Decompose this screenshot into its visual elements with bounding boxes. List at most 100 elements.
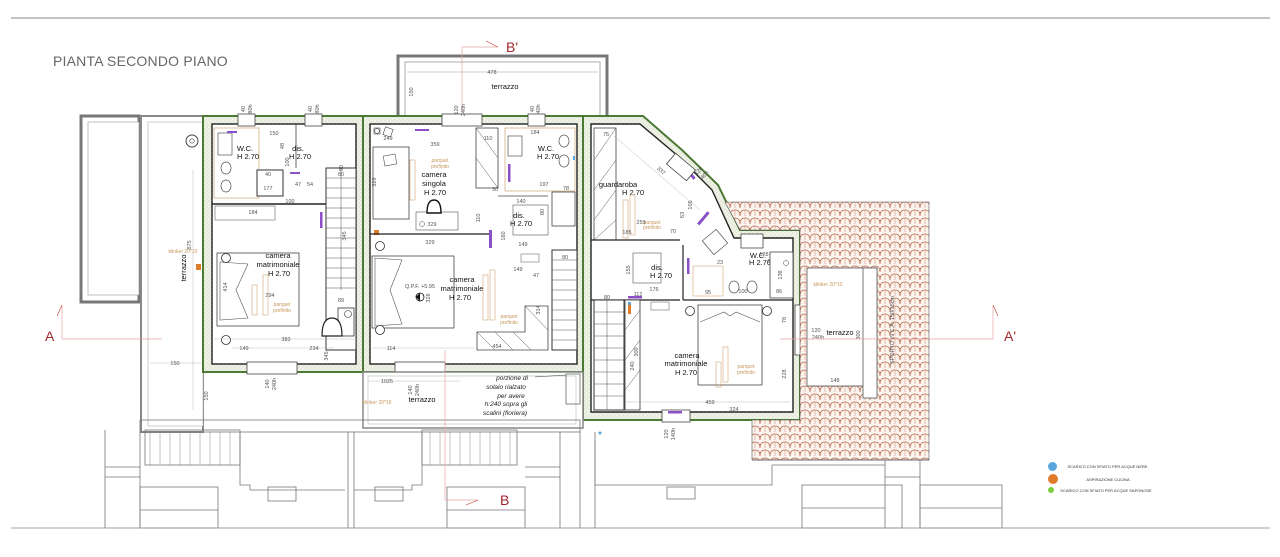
svg-text:80: 80 — [338, 172, 344, 178]
svg-text:86: 86 — [776, 289, 782, 295]
svg-text:100: 100 — [285, 199, 294, 205]
svg-text:112: 112 — [634, 292, 643, 298]
svg-text:459: 459 — [705, 400, 714, 406]
svg-text:40: 40 — [265, 172, 271, 178]
svg-text:parquet: parquet — [501, 314, 519, 320]
svg-text:47: 47 — [295, 182, 301, 188]
blue-dot-icon — [1048, 462, 1057, 471]
svg-text:terrazzo: terrazzo — [408, 395, 435, 404]
svg-text:228: 228 — [782, 369, 788, 378]
svg-text:H 2.70: H 2.70 — [622, 188, 644, 197]
svg-text:197: 197 — [539, 182, 548, 188]
svg-text:177: 177 — [263, 186, 272, 192]
center-bottom-terrace: 1025 140 240h terrazzo klinker 20*10 por… — [362, 371, 584, 429]
svg-text:80: 80 — [604, 295, 610, 301]
svg-text:63: 63 — [680, 212, 686, 218]
svg-text:120: 120 — [664, 429, 670, 438]
svg-text:H 2.70: H 2.70 — [268, 269, 290, 278]
svg-text:240h: 240h — [272, 378, 278, 390]
svg-text:150: 150 — [204, 391, 210, 400]
stair-right: 80 240 300 — [593, 295, 641, 411]
svg-text:camera: camera — [265, 251, 291, 260]
svg-text:scalini (fioriera): scalini (fioriera) — [483, 410, 527, 417]
dim-top-terrace-depth: 150 — [409, 87, 415, 96]
svg-text:parquet: parquet — [274, 302, 292, 308]
svg-text:SPORTO IN C.A. 150/15cm: SPORTO IN C.A. 150/15cm — [890, 296, 896, 364]
svg-text:80h: 80h — [315, 104, 321, 113]
svg-text:184: 184 — [530, 130, 539, 136]
svg-text:W.C.: W.C. — [538, 144, 554, 153]
svg-text:matrimoniale: matrimoniale — [441, 284, 484, 293]
svg-text:dis.: dis. — [651, 263, 663, 272]
room-terrazzo-right: terrazzo — [826, 328, 853, 337]
svg-text:H 2.70: H 2.70 — [237, 152, 259, 161]
svg-text:140: 140 — [516, 199, 525, 205]
svg-text:150: 150 — [170, 361, 179, 367]
svg-text:329: 329 — [425, 240, 434, 246]
svg-text:345: 345 — [324, 351, 330, 360]
svg-text:camera: camera — [449, 275, 475, 284]
svg-text:parquet: parquet — [738, 364, 756, 370]
svg-text:23: 23 — [717, 260, 723, 266]
svg-text:337: 337 — [655, 166, 666, 177]
legend-item-acque-nere: SCARICO CON SFIATO PER ACQUE NERE — [1048, 462, 1158, 471]
svg-text:matrimoniale: matrimoniale — [665, 359, 708, 368]
room-camera-matrimoniale-center: Q.P.F. +5.95 328 camera matrimoniale H 2… — [371, 241, 549, 375]
legend-item-acque-saponose: SCARICO CON SFIATO PER ACQUE SAPONOSE — [1048, 487, 1158, 493]
svg-text:A: A — [45, 328, 55, 344]
svg-text:75: 75 — [603, 132, 609, 138]
svg-text:40: 40 — [241, 106, 247, 112]
svg-text:184: 184 — [248, 210, 257, 216]
svg-text:100: 100 — [738, 289, 747, 295]
svg-text:345: 345 — [342, 231, 348, 240]
svg-text:1025: 1025 — [381, 379, 393, 385]
svg-text:110: 110 — [476, 214, 482, 223]
svg-text:per avere: per avere — [496, 393, 525, 400]
svg-text:300: 300 — [856, 330, 862, 339]
svg-text:W.C.: W.C. — [750, 251, 766, 260]
svg-text:H 2.70: H 2.70 — [675, 368, 697, 377]
legend: SCARICO CON SFIATO PER ACQUE NERE ASPIRA… — [1048, 462, 1158, 496]
svg-text:259: 259 — [636, 220, 645, 226]
svg-text:240h: 240h — [415, 384, 421, 396]
svg-text:70: 70 — [670, 229, 676, 235]
svg-text:parquet: parquet — [644, 220, 662, 226]
svg-text:dis.: dis. — [292, 144, 304, 153]
svg-text:47: 47 — [533, 273, 539, 279]
svg-text:klinker 20*10: klinker 20*10 — [363, 400, 392, 406]
room-camera-singola: 249 359 329 parquet prefinito camera sin… — [370, 126, 499, 246]
svg-text:240h: 240h — [461, 104, 467, 116]
room-camera-matrimoniale-left: 184 414 camera matrimoniale H 2.70 294 p… — [212, 203, 356, 390]
svg-text:234: 234 — [309, 346, 318, 352]
svg-text:A': A' — [1004, 328, 1016, 344]
svg-text:parquet: parquet — [432, 158, 450, 164]
svg-text:80: 80 — [540, 209, 546, 215]
svg-text:140: 140 — [265, 379, 271, 388]
svg-text:149: 149 — [518, 242, 527, 248]
svg-text:klinker 20*10: klinker 20*10 — [169, 249, 198, 255]
svg-text:105: 105 — [688, 200, 694, 209]
room-wc-left: W.C. H 2.70 150 40 177 — [213, 127, 284, 199]
svg-text:80: 80 — [339, 165, 345, 171]
svg-text:294: 294 — [265, 293, 274, 299]
svg-text:solaio rialzato: solaio rialzato — [486, 384, 526, 391]
svg-text:314: 314 — [536, 305, 542, 314]
orange-dot-icon — [1048, 474, 1058, 484]
svg-text:89: 89 — [338, 298, 344, 304]
svg-text:prefinito: prefinito — [431, 164, 449, 170]
svg-text:H 2.70: H 2.70 — [650, 271, 672, 280]
section-marker-b-prime: B' — [461, 39, 518, 120]
svg-text:328: 328 — [426, 293, 432, 302]
room-wc-center: 184 W.C. H 2.70 197 78 — [504, 127, 576, 227]
green-dot-icon — [1048, 487, 1054, 493]
dim-top-terrace-width: 478 — [487, 70, 496, 76]
page-title: PIANTA SECONDO PIANO — [53, 53, 228, 69]
section-marker-a: A — [45, 304, 162, 344]
svg-text:324: 324 — [729, 407, 738, 413]
stair-center: 80 — [551, 249, 578, 351]
svg-text:240h: 240h — [812, 335, 824, 341]
roof-tiles: terrazzo 120 240h 300 148 klinker 20*10 … — [724, 201, 930, 461]
svg-text:414: 414 — [223, 282, 229, 291]
svg-text:329: 329 — [427, 222, 436, 228]
